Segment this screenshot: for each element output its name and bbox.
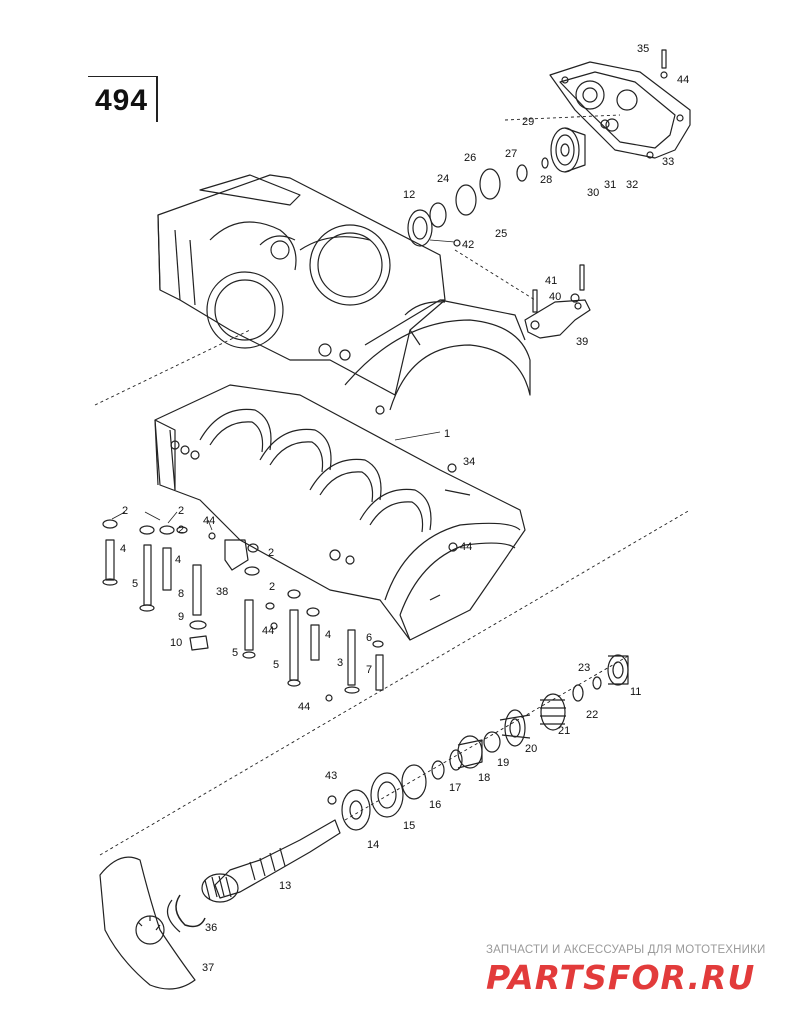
callout-4c: 4 — [325, 629, 331, 641]
callout-36: 36 — [205, 922, 217, 934]
callout-44e: 44 — [460, 541, 472, 553]
callout-44d: 44 — [298, 701, 310, 713]
callout-23: 23 — [578, 662, 590, 674]
callout-7: 7 — [366, 664, 372, 676]
callout-14: 14 — [367, 839, 379, 851]
callout-1: 1 — [444, 428, 450, 440]
callout-25: 25 — [495, 228, 507, 240]
callout-13: 13 — [279, 880, 291, 892]
callout-37: 37 — [202, 962, 214, 974]
callout-11: 11 — [630, 686, 641, 698]
watermark-caption: ЗАПЧАСТИ И АКСЕССУАРЫ ДЛЯ МОТОТЕХНИКИ — [486, 944, 766, 956]
callout-labels: 1 2 2 2 2 2 3 4 4 4 5 5 5 6 7 8 9 10 11 … — [120, 43, 689, 974]
callout-28: 28 — [540, 174, 552, 186]
callout-20: 20 — [525, 743, 537, 755]
callout-18: 18 — [478, 772, 490, 784]
callout-9: 9 — [178, 611, 184, 623]
callout-22: 22 — [586, 709, 598, 721]
callout-29: 29 — [522, 116, 534, 128]
callout-21: 21 — [558, 725, 570, 737]
callout-6: 6 — [366, 632, 372, 644]
assembly-guide-lines — [94, 114, 691, 856]
callout-2d: 2 — [269, 581, 275, 593]
callout-17: 17 — [449, 782, 461, 794]
callout-38: 38 — [216, 586, 228, 598]
callout-42: 42 — [462, 239, 474, 251]
watermark-logo: PARTSFOR.RU — [486, 958, 756, 997]
callout-5b: 5 — [232, 647, 238, 659]
page-number-bracket — [88, 76, 158, 122]
callout-15: 15 — [403, 820, 415, 832]
callout-16: 16 — [429, 799, 441, 811]
callout-27: 27 — [505, 148, 517, 160]
callout-2e: 2 — [268, 547, 274, 559]
callout-19: 19 — [497, 757, 509, 769]
nut-44-right — [448, 542, 458, 552]
callout-41: 41 — [545, 275, 557, 287]
callout-leaders — [111, 239, 456, 531]
callout-44b: 44 — [203, 515, 215, 527]
callout-12: 12 — [403, 189, 415, 201]
callout-5c: 5 — [273, 659, 279, 671]
callout-2c: 2 — [178, 524, 184, 536]
drive-shaft-assembly — [99, 654, 629, 990]
callout-35: 35 — [637, 43, 649, 55]
rotary-valve-cover-assembly — [516, 49, 691, 182]
callout-4a: 4 — [120, 543, 126, 555]
clamp-bracket — [524, 264, 591, 339]
crankshaft-seal-stack — [407, 168, 501, 247]
callout-5a: 5 — [132, 578, 138, 590]
callout-44a: 44 — [677, 74, 689, 86]
callout-30: 30 — [587, 187, 599, 199]
callout-44c: 44 — [262, 625, 274, 637]
callout-2a: 2 — [122, 505, 128, 517]
callout-32: 32 — [626, 179, 638, 191]
callout-24: 24 — [437, 173, 449, 185]
callout-33: 33 — [662, 156, 674, 168]
callout-34: 34 — [463, 456, 475, 468]
callout-39: 39 — [576, 336, 588, 348]
callout-31: 31 — [604, 179, 616, 191]
callout-10: 10 — [170, 637, 182, 649]
callout-40: 40 — [549, 291, 561, 303]
callout-3: 3 — [337, 657, 343, 669]
nut-34 — [447, 463, 457, 473]
callout-4b: 4 — [175, 554, 181, 566]
case-bolt-set — [102, 519, 384, 702]
callout-43: 43 — [325, 770, 337, 782]
callout-8: 8 — [178, 588, 184, 600]
upper-crankcase-half — [157, 174, 531, 415]
callout-26: 26 — [464, 152, 476, 164]
callout-2b: 2 — [178, 505, 184, 517]
lower-crankcase-half — [154, 384, 526, 641]
page-number: 494 — [95, 84, 149, 117]
